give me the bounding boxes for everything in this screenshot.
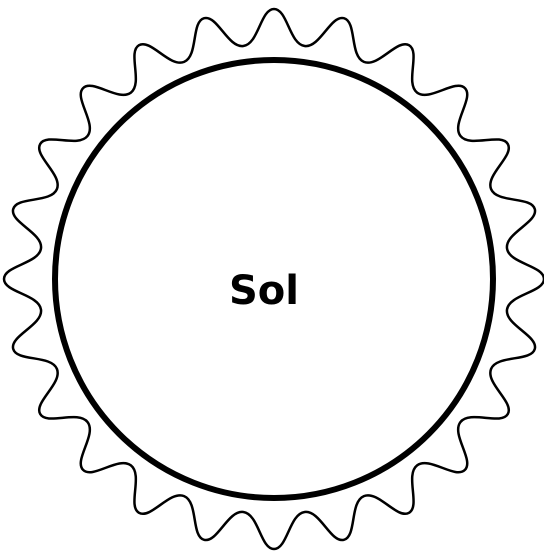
sun-label: Sol [229,268,299,314]
